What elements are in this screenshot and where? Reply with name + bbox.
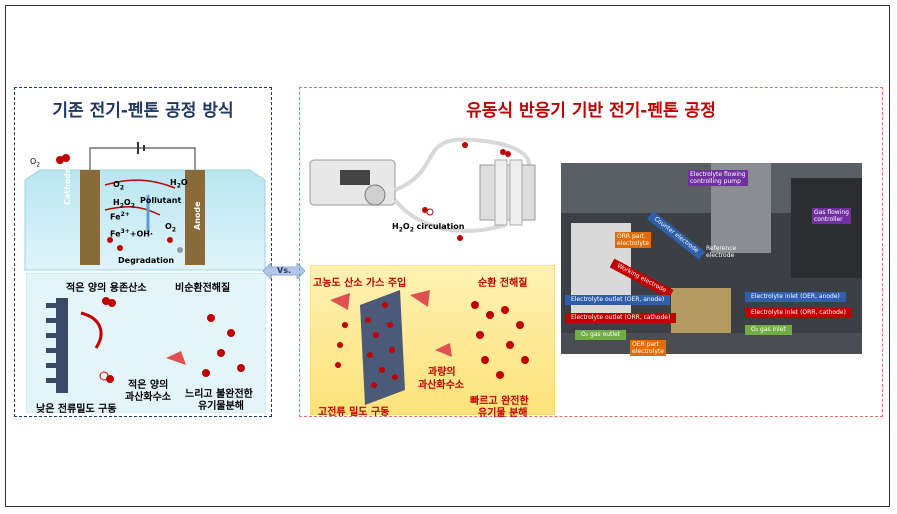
- cathode-label: Cathode: [63, 167, 72, 205]
- high-current-label: 고전류 밀도 구동: [318, 407, 390, 418]
- flow-zoom-box: [310, 265, 555, 415]
- figure-frame: [5, 5, 890, 507]
- anode-label: Anode: [193, 201, 202, 230]
- high-oxygen-label: 고농도 산소 가스 주입: [313, 278, 407, 289]
- conventional-zoom-box: [26, 273, 266, 413]
- pump-reactor-illustration: [309, 137, 536, 241]
- anode-plate: [185, 170, 205, 265]
- low-h2o2-line1: 적은 양의: [128, 380, 169, 391]
- vs-label: Vs.: [277, 266, 291, 275]
- conventional-panel: [14, 87, 272, 417]
- o2-inlet-tag: O₂ gas inlet: [745, 325, 792, 335]
- inlet-oer-tag: Electrolyte inlet (OER, anode): [745, 292, 846, 302]
- o2-anode-label: O2: [165, 222, 176, 234]
- outlet-oer-tag: Electrolyte outlet (OER, anode): [565, 295, 671, 305]
- outlet-orr-tag: Electrolyte outlet (ORR, cathode): [565, 313, 677, 323]
- o2-cell-label: O2: [113, 180, 124, 192]
- circulating-label: 순환 전해질: [478, 278, 528, 289]
- degradation-label: Degradation: [118, 256, 175, 265]
- slow-degradation-line1: 느리고 불완전한: [185, 389, 253, 400]
- vs-arrow: [263, 263, 305, 279]
- o2-top-label: O2: [30, 157, 41, 169]
- low-h2o2-line2: 과산화수소: [125, 392, 171, 403]
- fe3-oh-label: Fe3++OH·: [110, 228, 154, 239]
- flow-reactor-panel: [299, 87, 883, 417]
- h2o2-circulation-label: H2O2 circulation: [392, 222, 465, 234]
- low-oxygen-label: 적은 양의 용존산소: [66, 283, 147, 294]
- flow-reactor-title: 유동식 반응기 기반 전기-펜톤 공정: [466, 101, 716, 121]
- conventional-cell-illustration: [24, 142, 266, 271]
- gas-diffusion-electrode: [360, 290, 405, 405]
- fast-degradation-line2: 유기물 분해: [478, 408, 528, 419]
- h2o-label: H2O: [170, 178, 188, 190]
- non-circulating-label: 비순환전해질: [175, 283, 231, 294]
- o2-outlet-tag: O₂ gas outlet: [575, 330, 627, 340]
- fast-degradation-line1: 빠르고 완전한: [470, 396, 529, 407]
- excess-h2o2-line2: 과산화수소: [418, 380, 464, 391]
- pollutant-label: Pollutant: [140, 196, 182, 205]
- excess-h2o2-line1: 과량의: [428, 367, 456, 378]
- low-current-label: 낮은 전류밀도 구동: [36, 404, 117, 415]
- slow-degradation-line2: 유기물분해: [198, 401, 244, 412]
- cathode-plate: [80, 170, 100, 265]
- h2o2-cell-label: H2O2: [113, 198, 135, 210]
- inlet-orr-tag: Electrolyte inlet (ORR, cathode): [745, 308, 852, 318]
- conventional-title: 기존 전기-펜톤 공정 방식: [52, 101, 234, 121]
- fe2-label: Fe2+: [110, 211, 130, 222]
